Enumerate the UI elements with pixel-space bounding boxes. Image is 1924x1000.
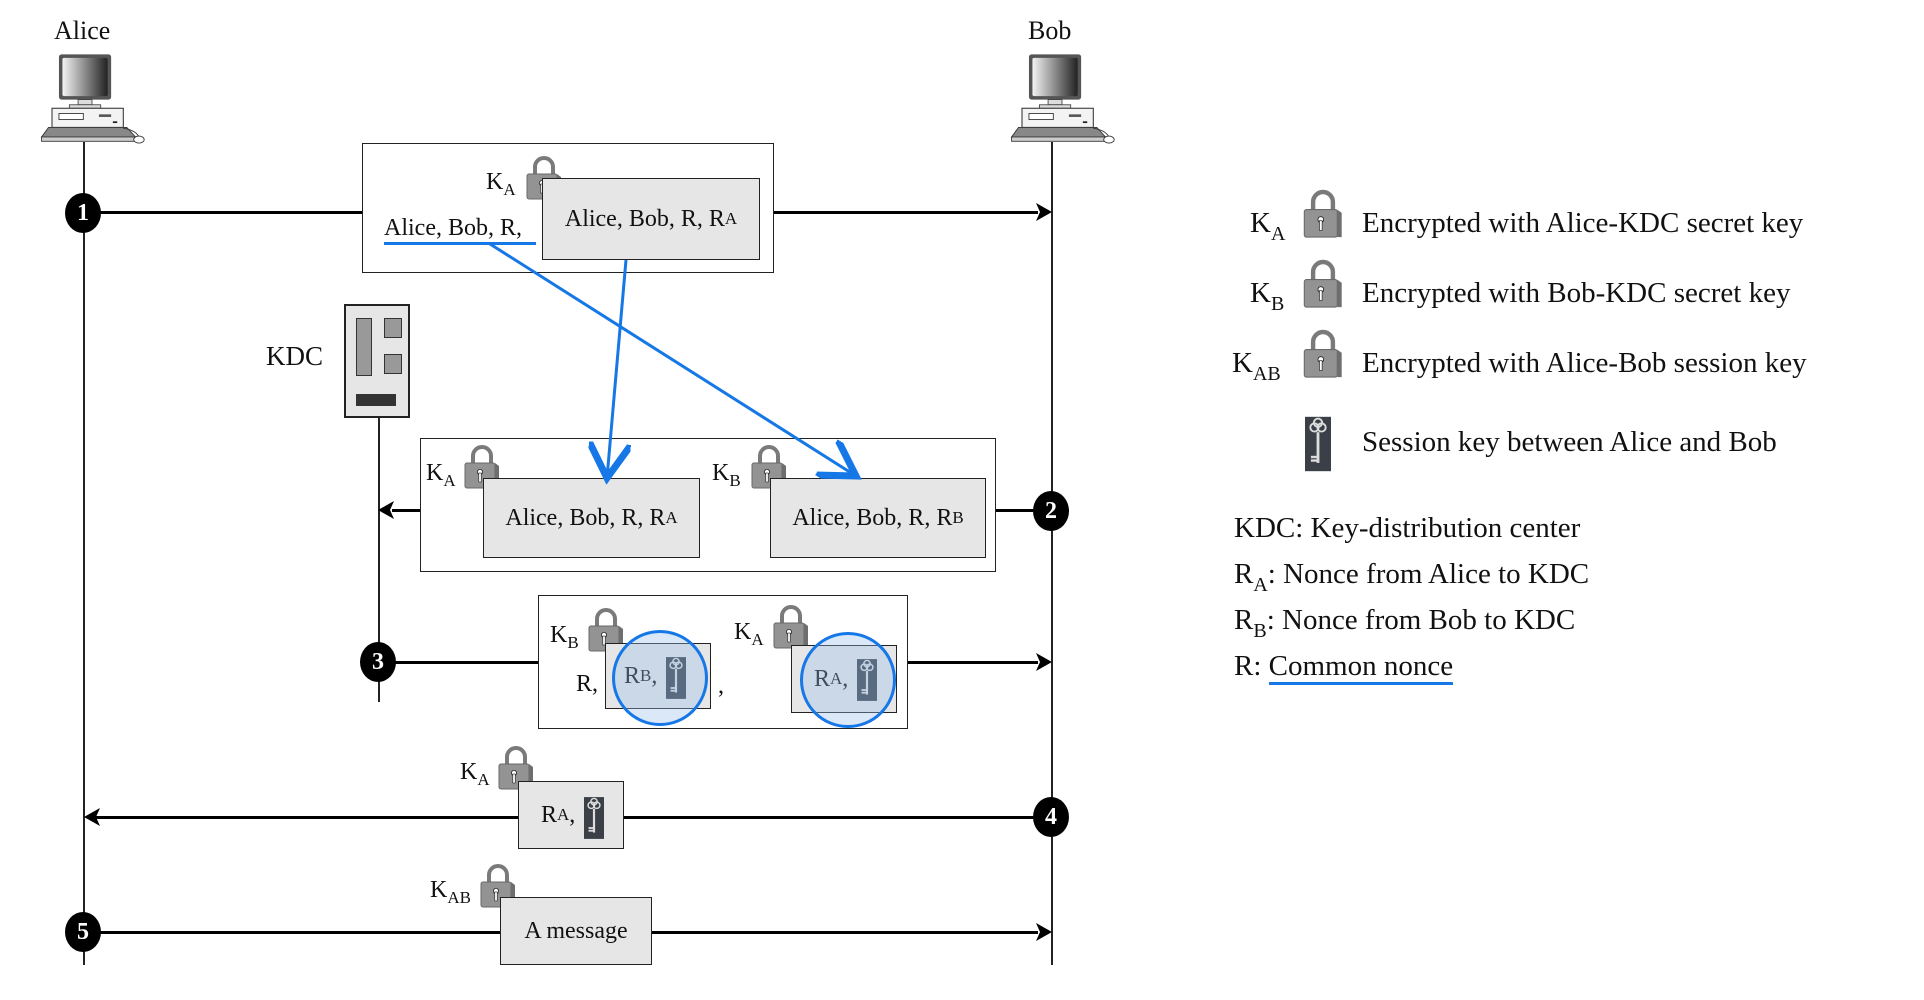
step-5-arrowhead (1036, 923, 1052, 941)
legend-text-kab: Encrypted with Alice-Bob session key (1362, 347, 1807, 379)
step-3-left-lock-label: KB (550, 622, 579, 652)
bob-lifeline (1051, 142, 1053, 965)
annotation-arrow-common-nonce (489, 242, 856, 476)
step-4-arrowhead (84, 808, 100, 826)
lock-icon (1301, 258, 1345, 310)
step-5-encrypted-box: A message (500, 897, 652, 965)
lock-icon (1301, 328, 1345, 380)
step-2-right-lock-label: KB (712, 460, 741, 490)
annotation-arrow-ra (607, 259, 626, 478)
step-4-line-right (622, 816, 1035, 819)
step-1-line-right (774, 211, 1038, 214)
step-4-line-left (96, 816, 518, 819)
step-3-line-left (395, 661, 538, 664)
legend-text-ka: Encrypted with Alice-KDC secret key (1362, 207, 1804, 239)
lock-icon (772, 605, 810, 650)
bob-label: Bob (1028, 16, 1072, 45)
definition-rb: RB: Nonce from Bob to KDC (1234, 604, 1576, 642)
legend-item-ka: KA (1250, 207, 1286, 245)
session-key-icon (1305, 415, 1331, 473)
step-3-separator: , (718, 673, 724, 699)
step-3-arrowhead (1036, 653, 1052, 671)
definition-kdc: KDC: Key-distribution center (1234, 512, 1581, 544)
step-4-lock-label: KA (460, 759, 490, 789)
step-1-lock-label: KA (486, 169, 516, 199)
kdc-server-icon (344, 304, 410, 418)
alice-lifeline (83, 142, 85, 965)
step-2-line-left (392, 509, 420, 512)
highlight-circle-right (800, 632, 896, 728)
session-key-icon (584, 797, 604, 839)
step-3-prefix: R, (576, 671, 599, 697)
step-1-marker: 1 (65, 193, 101, 233)
definition-ra: RA: Nonce from Alice to KDC (1234, 558, 1590, 596)
legend-text-kb: Encrypted with Bob-KDC secret key (1362, 277, 1791, 309)
step-5-line-left (100, 931, 500, 934)
step-1-plain-underline (384, 242, 536, 245)
alice-label: Alice (54, 16, 111, 45)
step-5-lock-label: KAB (430, 877, 471, 907)
common-nonce-underlined: Common nonce (1268, 650, 1454, 685)
step-5-marker: 5 (65, 912, 101, 952)
definition-r: R: Common nonce (1234, 650, 1454, 685)
step-4-marker: 4 (1033, 797, 1069, 837)
step-2-line-right (995, 509, 1035, 512)
step-2-left-lock-label: KA (426, 460, 456, 490)
step-1-arrowhead (1036, 203, 1052, 221)
kdc-lifeline (378, 418, 380, 702)
step-2-arrowhead (378, 501, 394, 519)
highlight-circle-left (612, 630, 708, 726)
step-3-line-right (908, 661, 1038, 664)
step-3-marker: 3 (360, 642, 396, 682)
step-1-plain-text: Alice, Bob, R, (384, 215, 522, 241)
step-5-line-right (652, 931, 1038, 934)
legend-item-kb: KB (1250, 277, 1285, 315)
step-3-right-lock-label: KA (734, 619, 764, 649)
step-1-line-left (100, 211, 362, 214)
kdc-label: KDC (266, 341, 324, 371)
lock-icon (1301, 188, 1345, 240)
step-2-marker: 2 (1033, 491, 1069, 531)
legend-text-session-key: Session key between Alice and Bob (1362, 426, 1777, 458)
legend-item-kab: KAB (1232, 347, 1281, 385)
